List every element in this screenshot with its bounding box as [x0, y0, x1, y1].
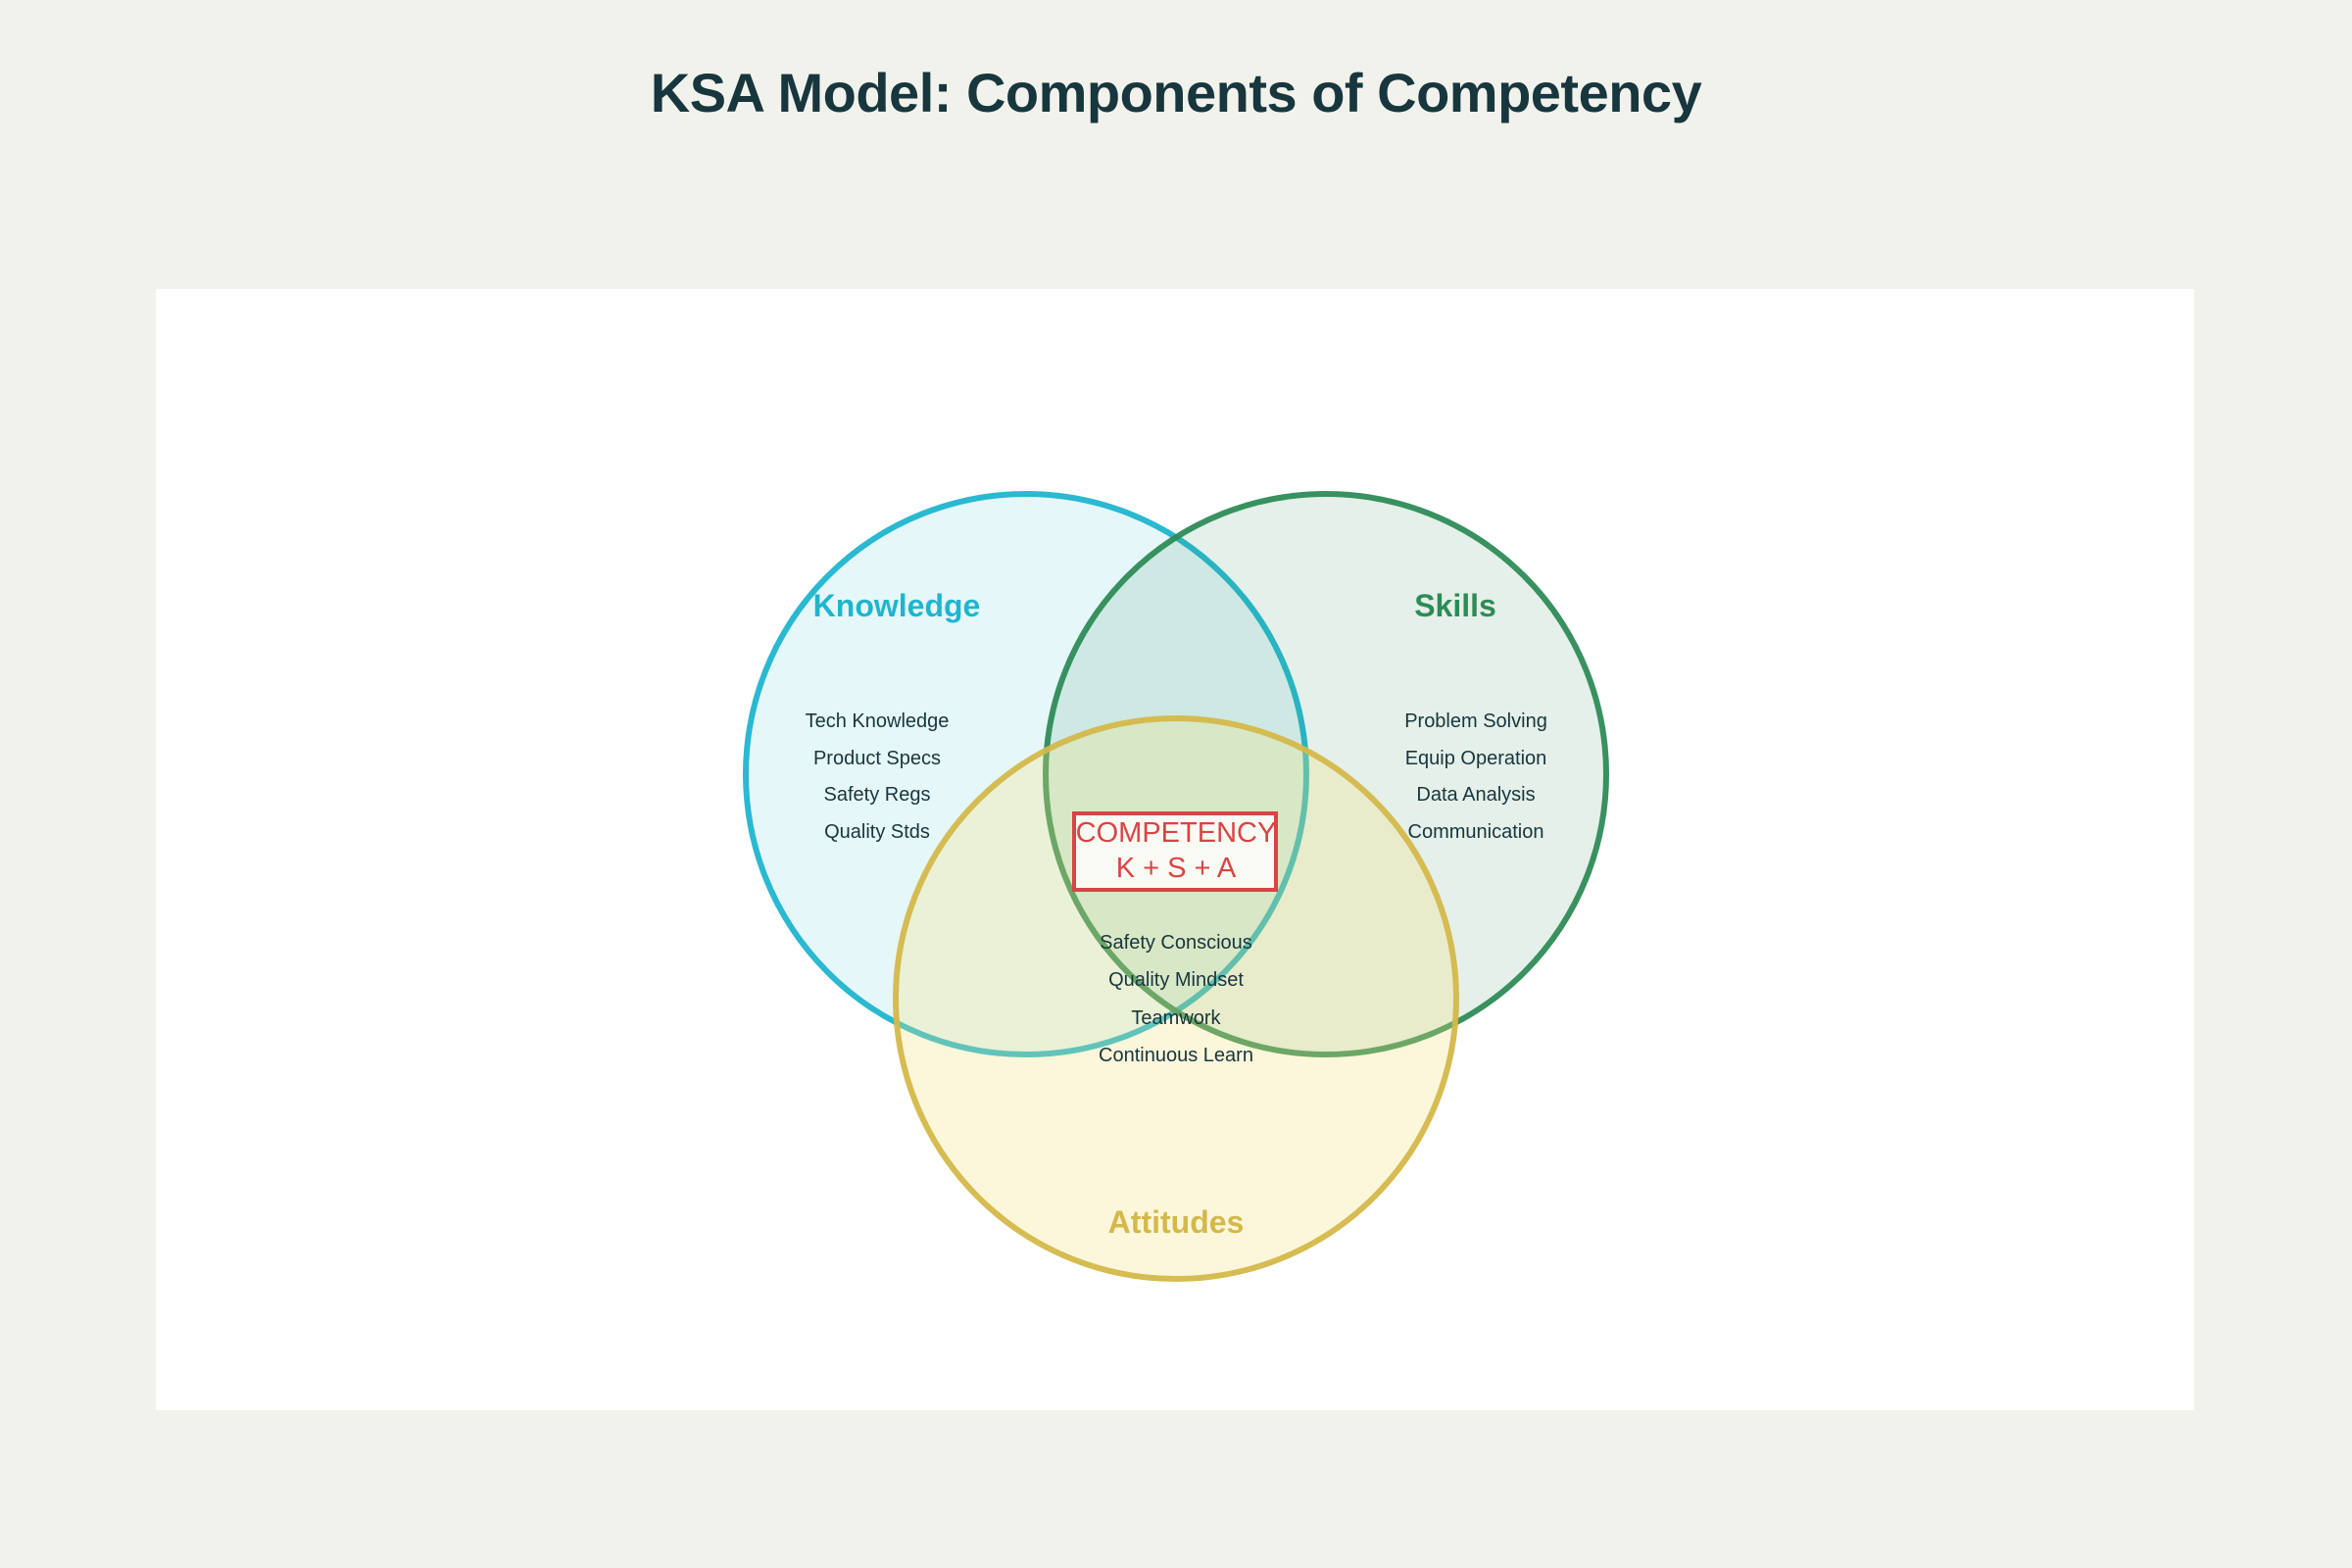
attitudes-item: Safety Conscious — [1100, 932, 1252, 954]
competency-title: COMPETENCY — [1076, 817, 1277, 849]
skills-item: Problem Solving — [1404, 710, 1547, 732]
knowledge-label: Knowledge — [813, 588, 981, 623]
attitudes-item: Continuous Learn — [1099, 1045, 1253, 1066]
competency-formula: K + S + A — [1116, 853, 1237, 884]
competency-box — [1072, 811, 1278, 892]
attitudes-circle — [893, 715, 1459, 1282]
knowledge-circle — [743, 491, 1309, 1057]
skills-circle — [1043, 491, 1609, 1057]
attitudes-label: Attitudes — [1108, 1204, 1245, 1240]
skills-item: Equip Operation — [1405, 748, 1547, 769]
attitudes-item: Teamwork — [1131, 1007, 1221, 1029]
knowledge-item: Safety Regs — [824, 784, 931, 806]
page-title: KSA Model: Components of Competency — [650, 62, 1702, 123]
skills-item: Data Analysis — [1416, 784, 1535, 806]
knowledge-item: Tech Knowledge — [806, 710, 950, 732]
skills-label: Skills — [1414, 588, 1496, 623]
knowledge-item: Product Specs — [813, 748, 941, 769]
attitudes-item: Quality Mindset — [1108, 969, 1244, 991]
knowledge-item: Quality Stds — [824, 821, 930, 843]
skills-item: Communication — [1408, 821, 1544, 843]
